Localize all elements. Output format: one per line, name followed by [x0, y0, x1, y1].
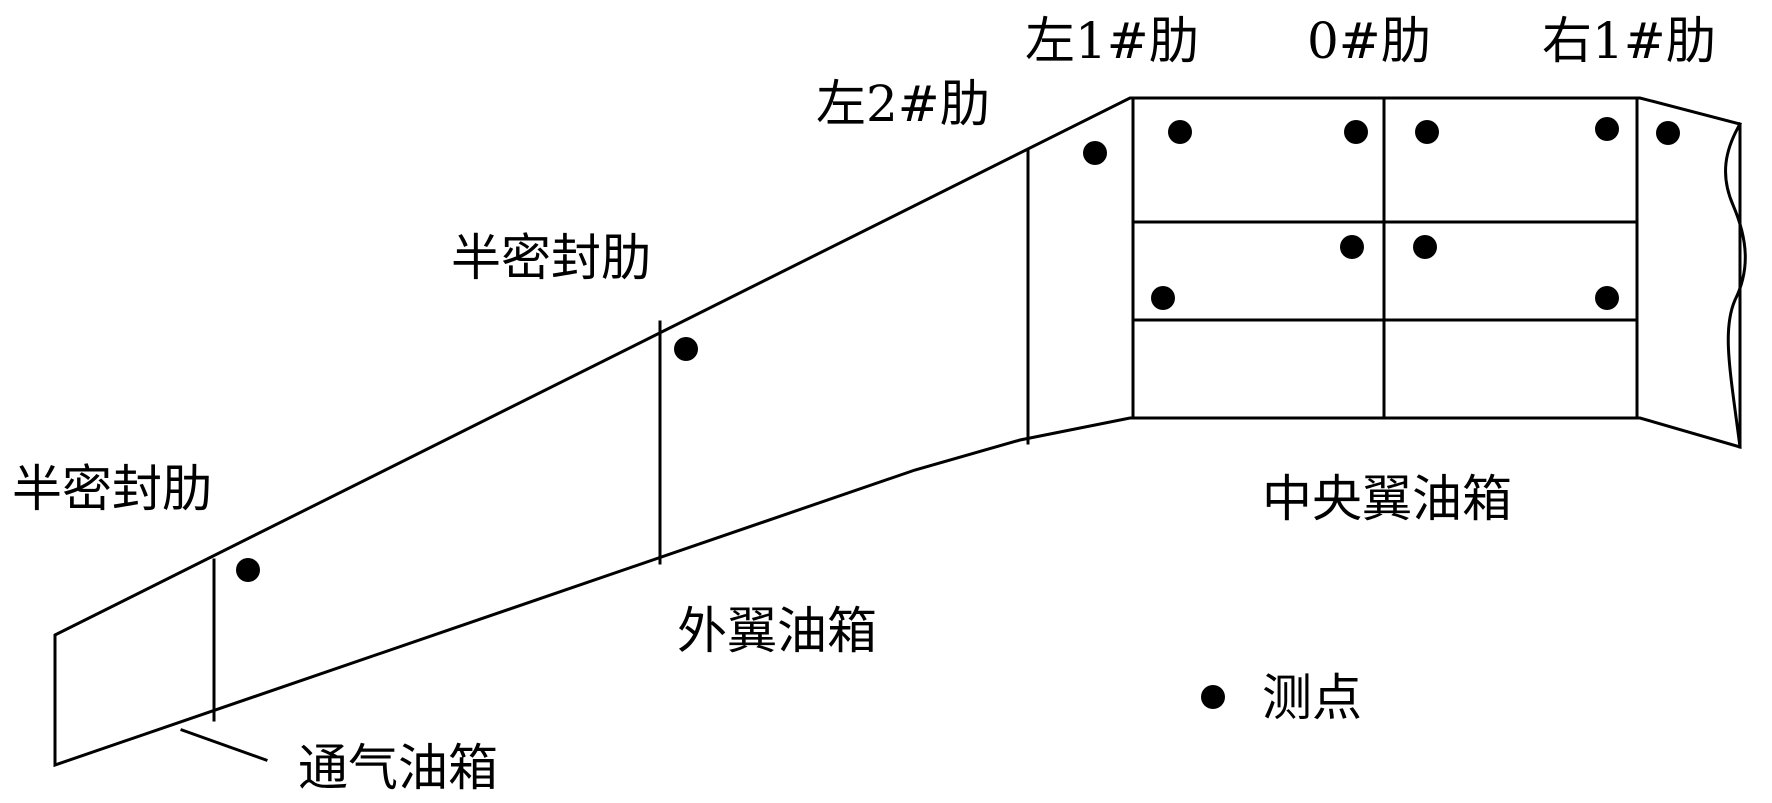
measuring-point: [1340, 235, 1364, 259]
rib-0-label: 0#肋: [1307, 12, 1431, 70]
legend-point-icon: [1201, 685, 1225, 709]
measuring-point: [1344, 120, 1368, 144]
semi-seal-rib-lower-label: 半密封肋: [12, 460, 212, 518]
rib-left1-label: 左1#肋: [1025, 12, 1199, 70]
semi-seal-rib-upper-label: 半密封肋: [451, 229, 651, 287]
center-wing-tank-label: 中央翼油箱: [1262, 470, 1512, 528]
wing-outline: [53, 96, 1742, 768]
measuring-point: [674, 337, 698, 361]
measuring-point: [1151, 286, 1175, 310]
outer-wing-tank-label: 外翼油箱: [677, 602, 877, 660]
measuring-point: [1413, 235, 1437, 259]
measuring-point: [236, 558, 260, 582]
rib-left2-label: 左2#肋: [816, 75, 990, 133]
legend: 测点: [1201, 669, 1362, 727]
measuring-point: [1656, 121, 1680, 145]
rib-right1-label: 右1#肋: [1542, 12, 1716, 70]
measuring-point: [1415, 120, 1439, 144]
measuring-point: [1083, 141, 1107, 165]
measuring-point: [1168, 120, 1192, 144]
break-line: [1724, 121, 1747, 449]
vent-tank-leader: [180, 728, 268, 762]
measuring-point: [1595, 286, 1619, 310]
measuring-points: [236, 117, 1680, 582]
legend-label: 测点: [1262, 669, 1362, 727]
vent-tank-label: 通气油箱: [298, 739, 498, 797]
measuring-point: [1595, 117, 1619, 141]
